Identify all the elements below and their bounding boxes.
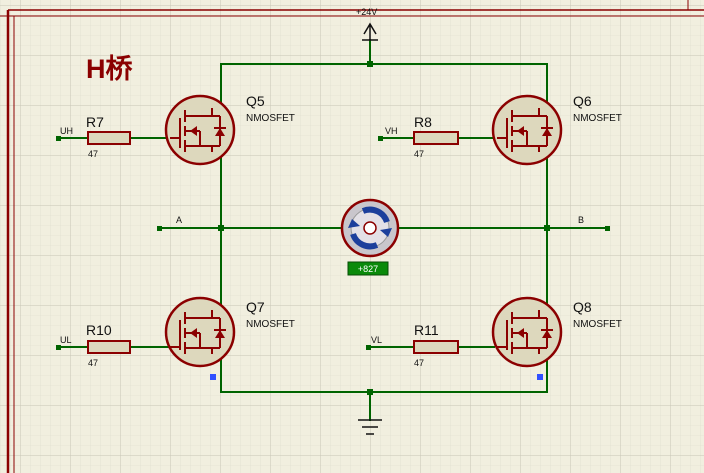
net-label-uh[interactable]: UH <box>60 126 73 136</box>
resistor-ref: R7 <box>86 114 104 130</box>
mosfet-q6[interactable]: Q6 NMOSFET <box>491 93 622 166</box>
mosfet-type: NMOSFET <box>246 113 295 124</box>
resistor-ref: R11 <box>414 322 439 338</box>
selection-marker[interactable] <box>537 374 543 380</box>
net-label-a[interactable]: A <box>176 215 182 225</box>
mosfet-q7[interactable]: Q7 NMOSFET <box>164 296 295 368</box>
motor-icon <box>340 198 400 258</box>
mosfet-symbol-icon <box>491 94 563 166</box>
ground-icon <box>358 419 382 435</box>
net-label-vh[interactable]: VH <box>385 126 398 136</box>
mosfet-type: NMOSFET <box>246 319 295 330</box>
dc-motor[interactable]: +827 <box>340 198 400 276</box>
motor-readout: +827 <box>358 264 378 274</box>
resistor-ref: R10 <box>86 322 112 338</box>
resistor-ref: R8 <box>414 114 432 130</box>
net-label-ul[interactable]: UL <box>60 335 72 345</box>
power-terminal-24v[interactable]: +24V <box>356 7 378 41</box>
resistor-r8[interactable]: R8 47 <box>413 114 459 159</box>
ground-terminal[interactable] <box>358 419 382 435</box>
power-arrow-icon <box>362 22 378 41</box>
resistor-r7[interactable]: R7 47 <box>86 114 131 159</box>
resistor-r11[interactable]: R11 47 <box>413 322 459 368</box>
resistor-body <box>413 340 459 354</box>
motor-readout-box <box>347 261 389 276</box>
mosfet-type: NMOSFET <box>573 113 622 124</box>
junction-dots <box>56 61 610 395</box>
net-label-vl[interactable]: VL <box>371 335 382 345</box>
resistor-r10[interactable]: R10 47 <box>86 322 131 368</box>
resistor-value: 47 <box>414 149 424 159</box>
selection-marker[interactable] <box>210 374 216 380</box>
resistor-value: 47 <box>88 149 98 159</box>
mosfet-ref: Q6 <box>573 93 592 109</box>
mosfet-symbol-icon <box>491 296 563 368</box>
mosfet-type: NMOSFET <box>573 319 622 330</box>
mosfet-symbol-icon <box>164 94 236 166</box>
mosfet-ref: Q5 <box>246 93 265 109</box>
resistor-body <box>413 131 459 145</box>
mosfet-q8[interactable]: Q8 NMOSFET <box>491 296 622 368</box>
resistor-body <box>87 131 131 145</box>
resistor-body <box>87 340 131 354</box>
mosfet-ref: Q8 <box>573 299 592 315</box>
net-label-b[interactable]: B <box>578 215 584 225</box>
page-title: H桥 <box>86 54 133 84</box>
mosfet-ref: Q7 <box>246 299 265 315</box>
mosfet-q5[interactable]: Q5 NMOSFET <box>164 93 295 166</box>
resistor-value: 47 <box>88 358 98 368</box>
resistor-value: 47 <box>414 358 424 368</box>
mosfet-symbol-icon <box>164 296 236 368</box>
power-label: +24V <box>356 7 377 17</box>
